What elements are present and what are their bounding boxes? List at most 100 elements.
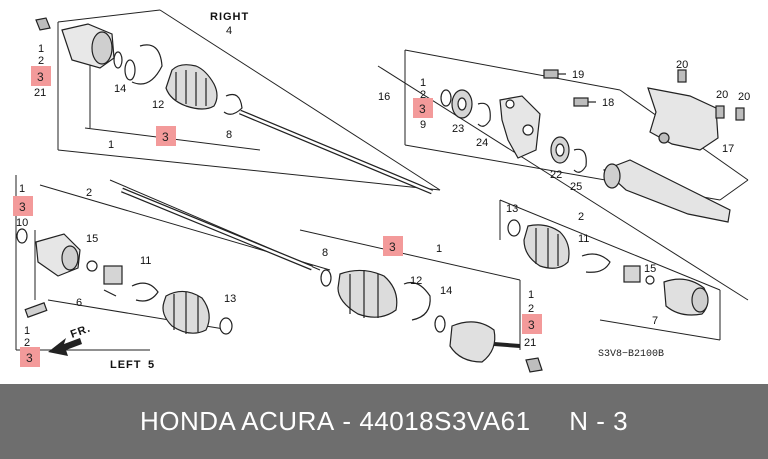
clamp-13-left (219, 317, 233, 335)
callout: 1 (19, 183, 25, 195)
callout: 7 (652, 315, 658, 327)
bolt-18 (573, 97, 596, 107)
callout: 22 (550, 169, 562, 181)
snap-ring-10 (16, 228, 28, 244)
callout: 2 (420, 89, 426, 101)
callout: 14 (440, 285, 452, 297)
callout: 20 (716, 89, 728, 101)
band-clamp-12 (403, 281, 431, 321)
right-clip-ring (113, 51, 123, 69)
band-clamp-11-right (581, 253, 611, 273)
callout: 2 (528, 303, 534, 315)
callout: 20 (676, 59, 688, 71)
bolts-20 (677, 69, 745, 121)
highlight-label: 3 (162, 130, 169, 144)
spider-left (103, 265, 123, 297)
position-code: N - 3 (569, 406, 629, 436)
callout: 20 (738, 91, 750, 103)
right-seal-23 (451, 89, 473, 119)
right-inboard-joint (61, 23, 115, 69)
callout: 10 (16, 217, 28, 229)
spider-15-right (623, 265, 655, 285)
callout: 1 (108, 139, 114, 151)
snap-ring-2 (440, 89, 452, 107)
snap-ring-8-left (320, 269, 332, 287)
callout: 8 (322, 247, 328, 259)
callout: 17 (722, 143, 734, 155)
highlight-label: 3 (389, 240, 396, 254)
left-driveshaft (121, 187, 313, 271)
bearing-22 (550, 136, 570, 164)
callout: 1 (38, 43, 44, 55)
callout: 25 (570, 181, 582, 193)
callout: 1 (24, 325, 30, 337)
callout: 21 (524, 337, 536, 349)
callout: 23 (452, 123, 464, 135)
callout: 13 (224, 293, 236, 305)
highlight-label: 3 (19, 200, 26, 214)
callout: 13 (506, 203, 518, 215)
callouts: 1 2 21 14 12 8 1 16 1 2 9 23 24 19 18 20… (16, 43, 750, 349)
callout: 16 (378, 91, 390, 103)
heat-shield-17 (647, 87, 719, 151)
right-outer-joint-shaft (602, 159, 731, 223)
callout: 2 (38, 55, 44, 67)
left-inner-boot (162, 290, 210, 334)
outer-joint-7 (663, 278, 709, 316)
clip-15-left (86, 260, 98, 272)
caption-separator: - (334, 406, 360, 436)
brand-text: HONDA ACURA (139, 406, 335, 436)
callout: 12 (152, 99, 164, 111)
left-outer-boot (523, 224, 570, 269)
highlight-label: 3 (26, 351, 33, 365)
callout: 1 (528, 289, 534, 301)
callout: 2 (578, 211, 584, 223)
callout: 21 (34, 87, 46, 99)
right-band-clamp-large (131, 44, 163, 85)
front-label: FR. (69, 322, 93, 340)
callout: 11 (578, 233, 589, 245)
part-number: 44018S3VA61 (359, 406, 531, 436)
callout: 24 (476, 137, 488, 149)
callout: 15 (644, 263, 656, 275)
left-outer-joint (449, 321, 521, 363)
right-small-ring (124, 59, 136, 81)
caption-gap (531, 406, 570, 437)
title-left: LEFT (110, 359, 142, 371)
grease-tube (24, 302, 48, 318)
callout: 19 (572, 69, 584, 81)
snap-ring-24 (477, 102, 491, 127)
right-boot (165, 64, 218, 110)
front-arrow: FR. (48, 322, 93, 356)
callout: 2 (86, 187, 92, 199)
boot-left-outboard (337, 269, 398, 318)
assembly-number-right: 4 (226, 25, 232, 37)
clamp-13-right (507, 219, 521, 237)
highlight-label: 3 (419, 102, 426, 116)
callout: 8 (226, 129, 232, 141)
callout: 15 (86, 233, 98, 245)
callout: 11 (140, 255, 151, 267)
highlight-label: 3 (37, 70, 44, 84)
nut-top (35, 17, 51, 31)
clamp-14 (434, 315, 446, 333)
callout: 12 (410, 275, 422, 287)
right-band-clamp-small (223, 93, 243, 115)
highlight-label: 3 (528, 318, 535, 332)
callout: 1 (436, 243, 442, 255)
bolt-19 (543, 69, 566, 79)
highlight-boxes (13, 66, 542, 367)
callout: 6 (76, 297, 82, 309)
callout: 18 (602, 97, 614, 109)
right-driveshaft (239, 109, 433, 195)
band-clamp-11-left (131, 282, 159, 302)
callout: 9 (420, 119, 426, 131)
callout: 1 (420, 77, 426, 89)
drawing-code: S3V8−B2100B (598, 349, 664, 360)
part-caption-bar: HONDA ACURA - 44018S3VA61 N - 3 (0, 384, 768, 459)
title-right: RIGHT (210, 11, 249, 23)
snap-ring-25 (573, 148, 587, 173)
nut-21 (525, 357, 543, 373)
left-inboard-joint-6 (35, 233, 81, 277)
assembly-number-left: 5 (148, 359, 155, 371)
